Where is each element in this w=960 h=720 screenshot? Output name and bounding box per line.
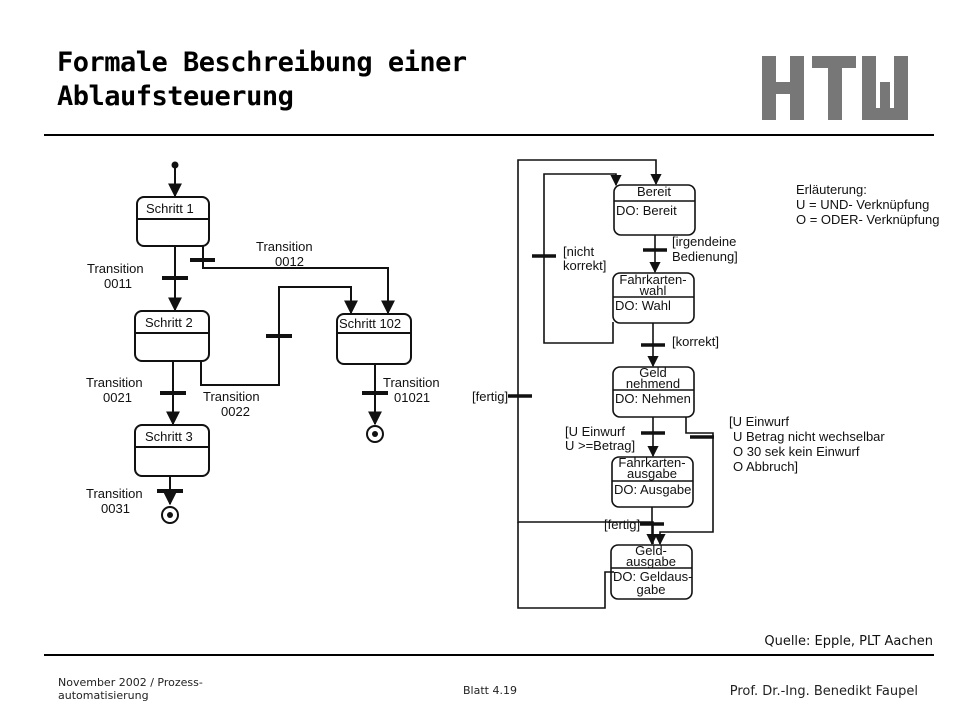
right-state-labels: Bereit DO: Bereit Fahrkarten- wahl DO: W… bbox=[472, 182, 939, 597]
right-state-machine bbox=[508, 159, 714, 609]
guard-u-einwurf-or-3: O 30 sek kein Einwurf bbox=[733, 444, 860, 459]
state-label-schritt-2: Schritt 2 bbox=[145, 315, 193, 330]
state-name-fahrkartenausgabe-2: ausgabe bbox=[627, 466, 677, 481]
guard-u-einwurf-betrag-1: [U Einwurf bbox=[565, 424, 625, 439]
state-name-geld-nehmend-2: nehmend bbox=[626, 376, 680, 391]
state-label-schritt-3: Schritt 3 bbox=[145, 429, 193, 444]
guard-nicht-korrekt-2: korrekt] bbox=[563, 258, 606, 273]
footer-page: Blatt 4.19 bbox=[463, 684, 517, 697]
source-note: Quelle: Epple, PLT Aachen bbox=[764, 634, 933, 649]
footer-rule bbox=[44, 654, 934, 656]
transition-code-0011: 0011 bbox=[104, 276, 132, 291]
left-state-labels: Schritt 1 Schritt 2 Schritt 3 Schritt 10… bbox=[86, 201, 440, 516]
transition-code-01021: 01021 bbox=[394, 390, 430, 405]
transition-label-0021: Transition bbox=[86, 375, 143, 390]
title-rule bbox=[44, 134, 934, 136]
guard-fertig-bottom: [fertig] bbox=[604, 517, 640, 532]
state-label-schritt-1: Schritt 1 bbox=[146, 201, 194, 216]
guard-irgendeine-2: Bedienung] bbox=[672, 249, 738, 264]
guard-u-einwurf-or-4: O Abbruch] bbox=[733, 459, 798, 474]
transition-label-0011: Transition bbox=[87, 261, 144, 276]
transition-code-0021: 0021 bbox=[103, 390, 132, 405]
legend-and: U = UND- Verknüpfung bbox=[796, 197, 929, 212]
state-action-geldausgabe-2: gabe bbox=[637, 582, 666, 597]
transition-code-0031: 0031 bbox=[101, 501, 130, 516]
state-name-geld-nehmend-1: Geld bbox=[639, 365, 666, 380]
guard-fertig-loop: [fertig] bbox=[472, 389, 508, 404]
state-action-bereit: DO: Bereit bbox=[616, 203, 677, 218]
transition-label-0012: Transition bbox=[256, 239, 313, 254]
guard-korrekt: [korrekt] bbox=[672, 334, 719, 349]
state-name-bereit: Bereit bbox=[637, 184, 671, 199]
transition-label-01021: Transition bbox=[383, 375, 440, 390]
state-name-geldausgabe-1: Geld- bbox=[635, 543, 667, 558]
initial-state bbox=[171, 161, 179, 169]
title-line-2: Ablaufsteuerung bbox=[57, 81, 294, 112]
slide-title: Formale Beschreibung einer Ablaufsteueru… bbox=[57, 46, 467, 114]
htw-logo bbox=[762, 56, 908, 120]
state-action-fahrkartenwahl: DO: Wahl bbox=[615, 298, 671, 313]
legend-title: Erläuterung: bbox=[796, 182, 867, 197]
footer-author: Prof. Dr.-Ing. Benedikt Faupel bbox=[729, 684, 918, 699]
state-name-fahrkartenwahl-1: Fahrkarten- bbox=[619, 272, 686, 287]
legend-or: O = ODER- Verknüpfung bbox=[796, 212, 939, 227]
state-label-schritt-102: Schritt 102 bbox=[339, 316, 401, 331]
final-state-102 bbox=[366, 425, 384, 443]
transition-label-0031: Transition bbox=[86, 486, 143, 501]
footer-date-line-2: automatisierung bbox=[58, 689, 149, 702]
state-schritt-3 bbox=[134, 424, 210, 477]
guard-u-einwurf-betrag-2: U >=Betrag] bbox=[565, 438, 635, 453]
guard-u-einwurf-or-2: U Betrag nicht wechselbar bbox=[733, 429, 885, 444]
left-state-machine bbox=[134, 161, 412, 524]
state-action-geldausgabe-1: DO: Geldaus- bbox=[613, 569, 692, 584]
guard-u-einwurf-or-1: [U Einwurf bbox=[729, 414, 789, 429]
guard-irgendeine-1: [irgendeine bbox=[672, 234, 736, 249]
footer-date-line-1: November 2002 / Prozess- bbox=[58, 676, 203, 689]
final-state-3 bbox=[161, 506, 179, 524]
state-action-fahrkartenausgabe: DO: Ausgabe bbox=[614, 482, 691, 497]
guard-nicht-korrekt-1: [nicht bbox=[563, 244, 594, 259]
state-name-geldausgabe-2: ausgabe bbox=[626, 554, 676, 569]
title-line-1: Formale Beschreibung einer bbox=[57, 47, 467, 78]
transition-label-0022: Transition bbox=[203, 389, 260, 404]
transition-code-0022: 0022 bbox=[221, 404, 250, 419]
state-action-geld-nehmend: DO: Nehmen bbox=[615, 391, 691, 406]
state-geldausgabe bbox=[610, 544, 693, 600]
state-schritt-1 bbox=[136, 196, 210, 247]
transition-code-0012: 0012 bbox=[275, 254, 304, 269]
state-name-fahrkartenausgabe-1: Fahrkarten- bbox=[618, 455, 685, 470]
state-name-fahrkartenwahl-2: wahl bbox=[639, 283, 667, 298]
footer-left: November 2002 / Prozess- automatisierung bbox=[58, 676, 203, 702]
